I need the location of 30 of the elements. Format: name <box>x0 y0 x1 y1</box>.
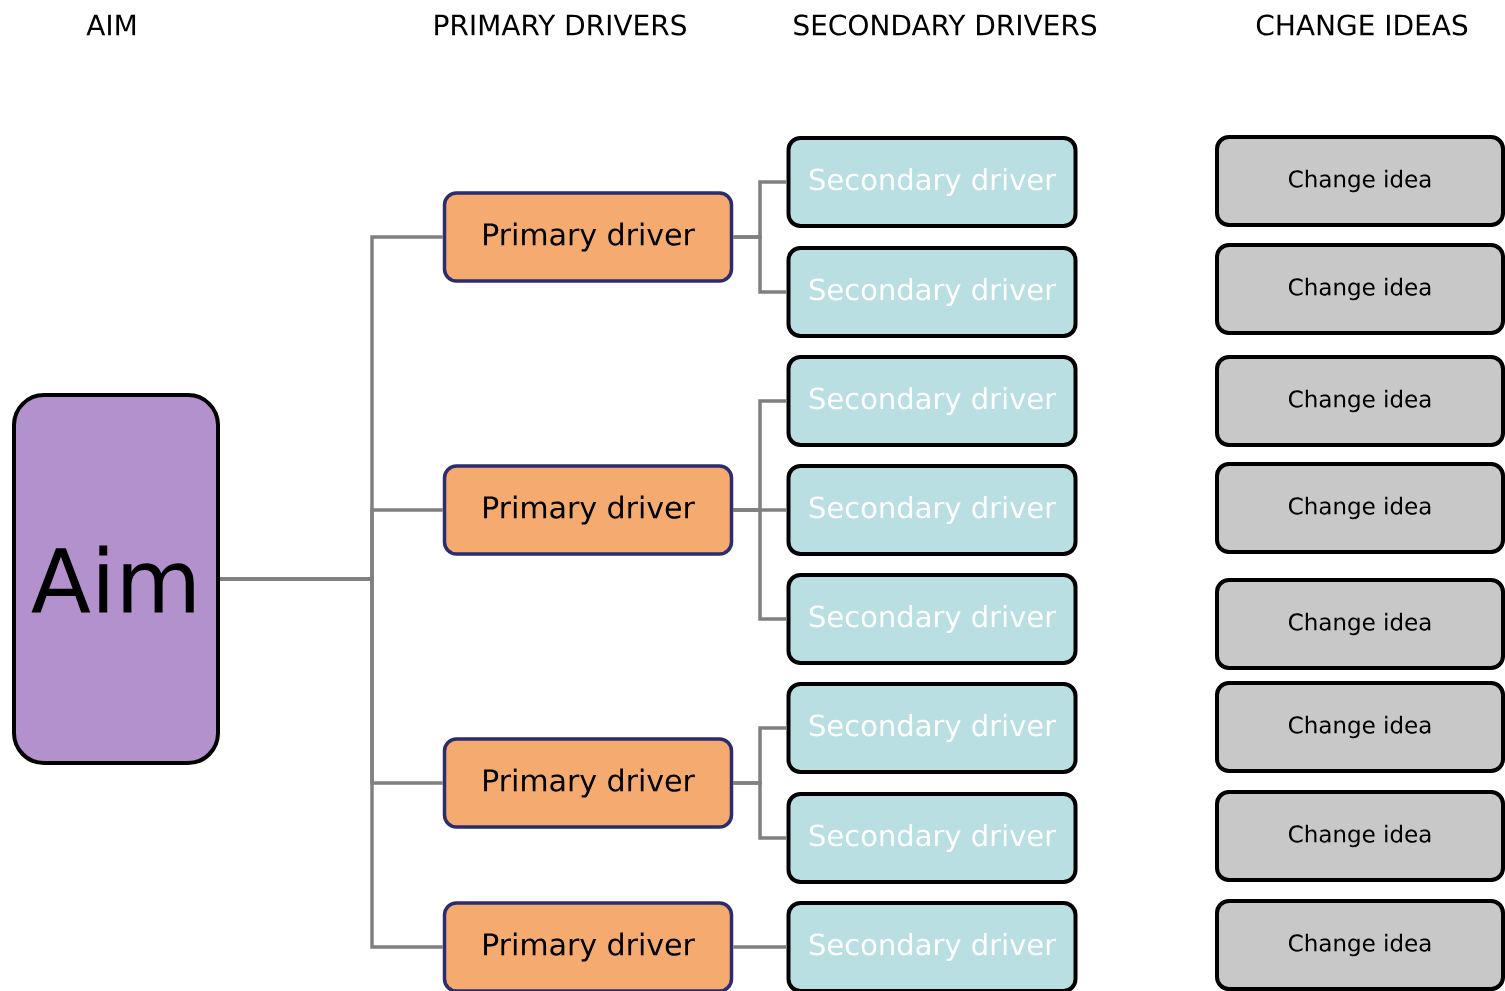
column-heading: SECONDARY DRIVERS <box>794 14 1097 36</box>
aim-box: Aim <box>12 393 220 765</box>
secondary-driver-box: Secondary driver <box>786 136 1078 228</box>
connector <box>220 577 443 949</box>
column-heading: PRIMARY DRIVERS <box>435 14 686 36</box>
secondary-driver-box: Secondary driver <box>786 355 1078 447</box>
secondary-driver-box: Secondary driver <box>786 792 1078 884</box>
secondary-driver-box: Secondary driver <box>786 682 1078 774</box>
change-idea-box: Change idea <box>1215 790 1505 882</box>
secondary-driver-box: Secondary driver <box>786 901 1078 991</box>
connector <box>733 508 787 621</box>
secondary-driver-box: Secondary driver <box>786 573 1078 665</box>
primary-driver-box: Primary driver <box>442 464 734 556</box>
secondary-driver-box: Secondary driver <box>786 464 1078 556</box>
change-idea-box: Change idea <box>1215 355 1505 447</box>
change-idea-box: Change idea <box>1215 578 1505 670</box>
primary-driver-box: Primary driver <box>442 901 734 991</box>
secondary-driver-box: Secondary driver <box>786 246 1078 338</box>
connector <box>733 781 787 840</box>
change-idea-box: Change idea <box>1215 243 1505 335</box>
column-heading: AIM <box>86 14 136 36</box>
connector <box>733 235 787 294</box>
connector <box>733 945 787 949</box>
change-idea-box: Change idea <box>1215 135 1505 227</box>
primary-driver-box: Primary driver <box>442 191 734 283</box>
change-idea-box: Change idea <box>1215 899 1505 991</box>
change-idea-box: Change idea <box>1215 462 1505 554</box>
primary-driver-box: Primary driver <box>442 737 734 829</box>
change-idea-box: Change idea <box>1215 681 1505 773</box>
column-heading: CHANGE IDEAS <box>1256 14 1468 36</box>
